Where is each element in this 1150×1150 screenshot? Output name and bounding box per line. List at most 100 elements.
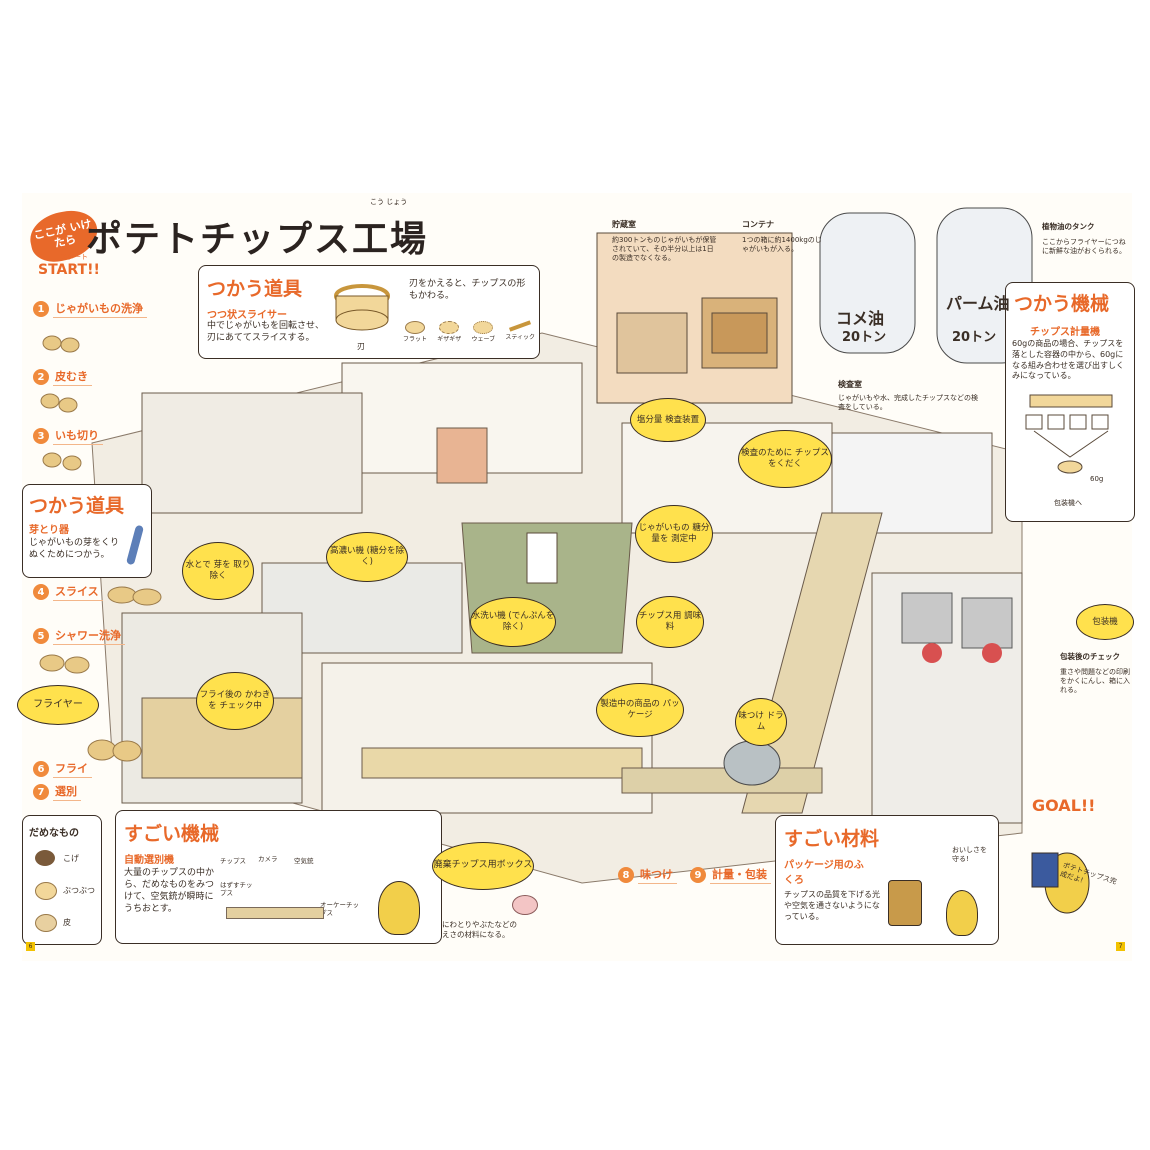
page-title: ポテトチップス工場	[86, 219, 429, 260]
container-text: 1つの箱に約1400kgのじゃがいもが入る。	[742, 236, 822, 254]
bubble-crush-chips: 検査のために チップスをくだく	[738, 430, 832, 488]
shape-item: フラット	[403, 321, 427, 343]
machine-sorter-subheading: 自動選別機	[124, 855, 174, 866]
step-number: 1	[33, 301, 49, 317]
check-title: 包装後のチェック	[1060, 652, 1120, 661]
chip-crinkle-icon	[439, 321, 460, 334]
material-bag-text: チップスの品質を下げる光や空気を通さないようになっている。	[784, 890, 880, 921]
bad-chip-label: ぶつぶつ	[63, 886, 95, 895]
chip-flat-icon	[405, 321, 425, 334]
step-7: 7 選別	[33, 783, 81, 801]
storage-text: 約300トンものじゃがいもが保管されていて、その半分以上は1日の製造でなくなる。	[612, 236, 717, 263]
bag-icon	[888, 880, 922, 926]
start-label: START!!	[38, 262, 100, 278]
bad-chips-title: だめなもの	[29, 828, 79, 839]
lab-text: じゃがいもや水、完成したチップスなどの検査をしている。	[838, 394, 978, 412]
container-title: コンテナ	[742, 220, 774, 229]
bubble-salt-check: 塩分量 検査装置	[630, 398, 706, 442]
page-number-right: 7	[1116, 942, 1125, 951]
step-label: シャワー洗浄	[53, 627, 125, 645]
shape-item: ウェーブ	[471, 321, 495, 343]
peel-chip-icon	[35, 914, 57, 932]
step-number: 6	[33, 761, 49, 777]
sorter-part: はずすチップス	[220, 881, 253, 898]
machine-sorter-box: すごい機械 自動選別機 大量のチップスの中から、だめなものをみつけて、空気銃が瞬…	[115, 810, 442, 944]
step-label: 選別	[53, 783, 81, 801]
step-5: 5 シャワー洗浄	[33, 627, 125, 645]
check-text: 重さや問題などの印刷をかくにんし、箱に入れる。	[1060, 668, 1130, 695]
sorter-part: 空気銃	[294, 857, 314, 865]
step-4: 4 スライス	[33, 583, 103, 601]
step-label: 計量・包装	[710, 866, 771, 884]
step-8: 8 味つけ	[618, 866, 677, 884]
lab-title: 検査室	[838, 380, 862, 389]
tank-title: 植物油のタンク	[1042, 222, 1095, 231]
bubble-after-fry: フライ後の かわきを チェック中	[196, 672, 274, 730]
page-number-left: 6	[26, 942, 35, 951]
slicer-drum-icon	[334, 284, 390, 331]
step-number: 3	[33, 428, 49, 444]
sorter-part: チップス	[220, 857, 246, 865]
tank-1-amount: 20トン	[842, 330, 887, 345]
step-number: 4	[33, 584, 49, 600]
machine-weigher-box: つかう機械 チップス計量機 60gの商品の場合、チップスを落とした容器の中から、…	[1005, 282, 1135, 522]
chip-wave-icon	[473, 321, 494, 334]
shape-item: スティック	[505, 320, 535, 343]
bubble-seasoning: チップス用 調味料	[636, 596, 704, 648]
mascot-line: おいしさを 守る!	[952, 846, 987, 864]
step-9: 9 計量・包装	[690, 866, 771, 884]
step-6: 6 フライ	[33, 760, 92, 778]
blade-label: 刃	[357, 342, 365, 351]
step-number: 8	[618, 867, 634, 883]
step-3: 3 いも切り	[33, 427, 103, 445]
step-label: 味つけ	[638, 866, 677, 884]
step-label: いも切り	[53, 427, 103, 445]
shape-label: スティック	[505, 334, 535, 341]
step-number: 5	[33, 628, 49, 644]
goal-label: GOAL!!	[1032, 796, 1096, 815]
tool-peeler-heading: つかう道具	[29, 495, 125, 517]
storage-title: 貯蔵室	[612, 220, 636, 229]
bad-chip-label: こげ	[63, 854, 79, 863]
tank-1-label: コメ油	[836, 309, 885, 328]
machine-weigher-subheading: チップス計量機	[1030, 327, 1100, 338]
bubble-fryer: フライヤー	[17, 685, 99, 725]
tool-slicer-heading: つかう道具	[207, 278, 303, 300]
step-1: 1 じゃがいもの洗浄	[33, 300, 147, 318]
tank-text: ここからフライヤーにつねに新鮮な油がおくられる。	[1042, 238, 1126, 256]
start-reading: スタート	[60, 253, 88, 261]
shape-list: フラット ギザギザ ウェーブ スティック	[403, 320, 535, 343]
bubble-sugar-wash: 高濃い機 (糖分を除く)	[326, 532, 408, 582]
step-number: 9	[690, 867, 706, 883]
pig-icon	[512, 895, 538, 915]
waste-box-text: にわとりやぶたなどのえさの材料になる。	[442, 920, 517, 939]
shape-label: フラット	[403, 336, 428, 343]
bubble-remove-eyes: 水とで 芽を 取り除く	[182, 542, 254, 600]
material-bag-box: すごい材料 パッケージ用のふくろ チップスの品質を下げる光や空気を通さないように…	[775, 815, 999, 945]
bubble-package: 製造中の商品の パッケージ	[596, 683, 684, 737]
tool-slicer-subheading: つつ状スライサー	[207, 310, 287, 321]
tool-peeler-text: じゃがいもの芽をくりぬくためにつかう。	[29, 538, 120, 561]
bubble-starch-wash: 水洗い機 (でんぷんを 除く)	[470, 597, 556, 647]
machine-sorter-text: 大量のチップスの中から、だめなものをみつけて、空気銃が瞬時にうちおとす。	[124, 868, 215, 915]
tank-2-label: パーム油	[946, 294, 1010, 313]
tank-2-amount: 20トン	[952, 330, 997, 345]
chip-stick-icon	[509, 320, 532, 332]
tool-peeler-box: つかう道具 芽とり器 じゃがいもの芽をくりぬくためにつかう。	[22, 484, 152, 578]
waste-box-bubble: 廃棄チップス用ボックス	[432, 842, 534, 890]
conveyor-icon	[226, 907, 324, 919]
peeler-icon	[125, 524, 145, 566]
sorter-part: オーケーチップス	[320, 901, 359, 918]
step-label: フライ	[53, 760, 92, 778]
potato-mascot-icon	[946, 890, 978, 936]
bubble-sugar-measure: じゃがいもの 糖分量を 測定中	[635, 505, 713, 563]
goal-mascot	[1031, 852, 1090, 914]
step-label: 皮むき	[53, 368, 92, 386]
machine-weigher-heading: つかう機械	[1014, 293, 1110, 315]
step-2: 2 皮むき	[33, 368, 92, 386]
step-label: スライス	[53, 583, 103, 601]
machine-sorter-heading: すごい機械	[124, 823, 220, 845]
potato-mascot-icon	[378, 881, 420, 935]
shape-item: ギザギザ	[437, 321, 461, 343]
burnt-chip-icon	[35, 850, 55, 866]
